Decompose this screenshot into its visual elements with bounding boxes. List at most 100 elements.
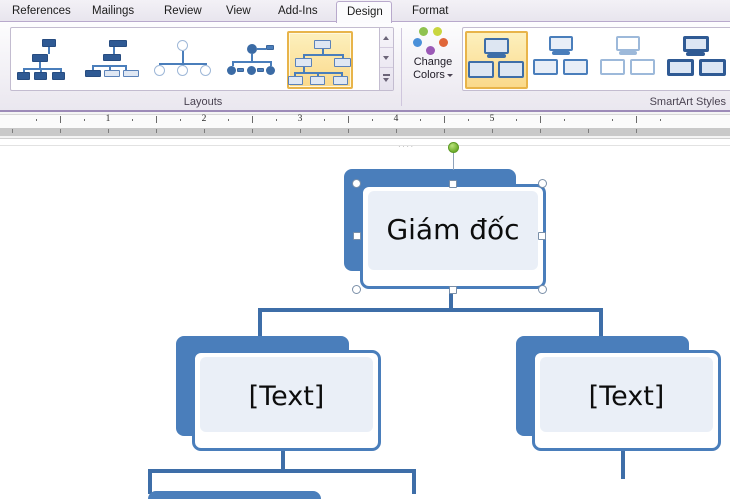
ruler-tick: [516, 119, 517, 121]
ruler-number: 2: [201, 114, 207, 124]
ruler-tick: [180, 119, 181, 121]
ruler-tick: [660, 119, 661, 121]
ruler-tick: [228, 119, 229, 121]
thumb-art: [15, 31, 81, 89]
document-page[interactable]: ···· Giám đốc: [0, 142, 730, 499]
ruler-tick: [348, 129, 349, 133]
resize-handle-bottom-right[interactable]: [538, 285, 547, 294]
ruler-tick: [588, 129, 589, 133]
ruler-tick: [444, 116, 445, 123]
smartart-style-thumb-1[interactable]: [465, 31, 528, 89]
ruler-number: 3: [297, 114, 303, 124]
ruler-tick: [540, 129, 541, 133]
connector-to-child1: [258, 308, 262, 340]
connector-level3-bus: [148, 469, 416, 473]
ruler-tick: [60, 129, 61, 133]
document-canvas[interactable]: ···· Giám đốc: [0, 138, 730, 499]
resize-handle-bottom-center[interactable]: [449, 286, 457, 294]
gallery-scroll-up-button[interactable]: [380, 28, 393, 48]
connector-level2-bus: [258, 308, 603, 312]
ruler-tick: [636, 129, 637, 133]
ruler-tick: [12, 129, 13, 133]
change-colors-icon: [406, 25, 460, 55]
change-colors-label-line1: Change: [413, 56, 453, 68]
resize-handle-top-left[interactable]: [352, 179, 361, 188]
layout-thumb-hierarchy[interactable]: [287, 31, 353, 89]
ribbon-tab-review[interactable]: Review: [164, 5, 202, 17]
ruler-tick: [252, 129, 253, 133]
ruler-tick: [444, 129, 445, 133]
chevron-up-icon: [383, 36, 389, 40]
ruler-tick: [612, 119, 613, 121]
layout-thumb-half-circle-organization[interactable]: [151, 31, 217, 89]
group-label-layouts: Layouts: [183, 96, 223, 108]
resize-handle-middle-right[interactable]: [538, 232, 546, 240]
ribbon-tab-view[interactable]: View: [226, 5, 251, 17]
chevron-down-icon: [383, 56, 389, 60]
node-face[interactable]: [Text]: [532, 350, 721, 451]
ribbon-group-layouts: Layouts: [6, 22, 400, 110]
ruler-tick: [396, 129, 397, 133]
resize-handle-bottom-left[interactable]: [352, 285, 361, 294]
node-inner-fill: [368, 191, 538, 270]
resize-handle-top-right[interactable]: [538, 179, 547, 188]
change-colors-label-line2: Colors: [406, 69, 460, 81]
thumb-art: [83, 31, 149, 89]
ribbon-tab-references[interactable]: References: [12, 5, 71, 17]
more-bar-icon: [383, 74, 390, 76]
connector-child1-stem: [281, 449, 285, 471]
ruler-tick: [204, 129, 205, 133]
node-face[interactable]: Giám đốc: [360, 184, 546, 289]
ruler-track[interactable]: [0, 114, 730, 129]
smartart-style-thumb-4[interactable]: [666, 31, 729, 89]
gallery-more-button[interactable]: [380, 68, 393, 88]
connector-to-grandchild1: [148, 469, 152, 494]
connector-to-grandchild2: [412, 469, 416, 494]
ruler-tick: [420, 119, 421, 121]
ribbon-tab-format[interactable]: Format: [412, 5, 449, 17]
thumb-art: [219, 31, 285, 89]
ruler-tick: [252, 116, 253, 123]
ribbon-group-smartart-styles: Change Colors: [404, 22, 730, 110]
layout-thumb-name-and-title[interactable]: [83, 31, 149, 89]
smartart-frame-marker: ····: [398, 142, 415, 151]
smartart-node-child-2[interactable]: [Text]: [516, 336, 721, 451]
rotation-handle[interactable]: [448, 142, 459, 153]
smartart-style-thumb-3[interactable]: [599, 31, 662, 89]
change-colors-button[interactable]: Change Colors: [406, 25, 460, 91]
layout-thumb-circle-picture-hierarchy[interactable]: [219, 31, 285, 89]
group-divider: [401, 28, 402, 106]
ruler-tick: [468, 119, 469, 121]
smartart-style-thumb-2[interactable]: [532, 31, 595, 89]
layouts-gallery[interactable]: [10, 27, 394, 91]
ribbon-tab-mailings[interactable]: Mailings: [92, 5, 135, 17]
smartart-node-grandchild-1[interactable]: [148, 491, 353, 499]
ribbon-tab-add-ins[interactable]: Add-Ins: [278, 5, 318, 17]
ruler-tick: [348, 116, 349, 123]
layout-thumb-organization-chart[interactable]: [15, 31, 81, 89]
ruler-tick: [36, 119, 37, 121]
ruler-tick: [156, 116, 157, 123]
ruler-tick: [564, 119, 565, 121]
ruler-shadow-band: [0, 129, 730, 136]
smartart-node-child-1[interactable]: [Text]: [176, 336, 381, 451]
layouts-gallery-scroll: [379, 28, 393, 90]
ribbon-tab-design[interactable]: Design: [336, 1, 392, 23]
gallery-scroll-down-button[interactable]: [380, 48, 393, 68]
resize-handle-top-center[interactable]: [449, 180, 457, 188]
change-colors-label-text: Colors: [413, 69, 445, 81]
thumb-art: [532, 31, 595, 89]
smartart-styles-gallery[interactable]: [462, 27, 730, 91]
ruler-tick: [324, 119, 325, 121]
connector-root-stem: [449, 286, 453, 312]
ruler-number: 5: [489, 114, 495, 124]
chevron-down-icon: [383, 78, 389, 82]
ruler-tick: [492, 129, 493, 133]
ruler-tick: [300, 129, 301, 133]
resize-handle-middle-left[interactable]: [353, 232, 361, 240]
thumb-art: [151, 31, 217, 89]
node-face[interactable]: [Text]: [192, 350, 381, 451]
ruler-number: 1: [105, 114, 111, 124]
smartart-node-root[interactable]: Giám đốc: [344, 169, 552, 289]
